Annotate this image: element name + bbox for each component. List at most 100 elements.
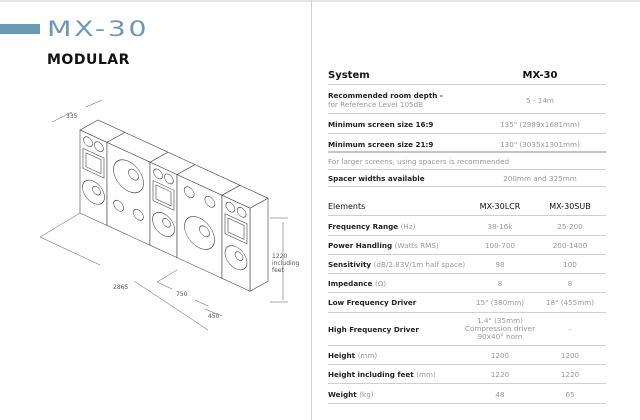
- rule: [328, 345, 606, 346]
- lcr-cabinet: [221, 194, 251, 292]
- rule: [328, 113, 606, 114]
- woofer-icon: [184, 216, 215, 250]
- rule: [328, 292, 606, 293]
- sub-value: 1200: [560, 351, 580, 360]
- row-unit: (mm): [357, 351, 378, 360]
- row-label-text: Weight: [328, 390, 357, 399]
- row-value: 130" (3035x1301mm): [500, 140, 580, 149]
- lcr-cabinet: [149, 161, 178, 259]
- rule: [328, 235, 606, 236]
- top-rule: [0, 0, 640, 2]
- rule: [328, 133, 606, 134]
- port-icon: [153, 168, 163, 180]
- port-icon: [83, 136, 93, 148]
- rule: [328, 383, 606, 384]
- port-icon: [94, 141, 104, 152]
- lcr-value: 48: [495, 390, 505, 399]
- row-label: Recommended room depth -: [328, 91, 443, 100]
- port-icon: [133, 209, 144, 221]
- lcr-value: 98: [495, 260, 505, 269]
- port-icon: [164, 173, 174, 185]
- row-label-text: Height including feet: [328, 370, 414, 379]
- lcr-value-line: 90x40° horn: [477, 332, 523, 341]
- product-subtitle: MODULAR: [47, 52, 130, 68]
- lcr-value: 15" (380mm): [475, 298, 525, 307]
- row-label: Minimum screen size 21:9: [328, 140, 434, 149]
- elements-col-lcr: MX-30LCR: [479, 202, 521, 211]
- system-header-label: System: [328, 70, 370, 81]
- row-label-text: Height: [328, 351, 356, 360]
- row-label-text: High Frequency Driver: [328, 325, 419, 334]
- lcr-value-line: 1.4" (35mm): [477, 316, 523, 325]
- rule: [328, 169, 606, 170]
- row-label-text: Frequency Range: [328, 222, 399, 231]
- row-unit: (Ω): [374, 279, 387, 288]
- row-label-text: Impedance: [328, 279, 373, 288]
- sub-value: -: [568, 325, 572, 334]
- elements-col-sub: MX-30SUB: [549, 202, 591, 211]
- sub-value: 100: [563, 260, 577, 269]
- row-value: 200mm and 325mm: [503, 174, 577, 183]
- port-icon: [225, 201, 236, 213]
- row-label: Spacer widths available: [328, 174, 425, 183]
- row-label: Height (mm): [328, 351, 377, 360]
- note-text: For larger screens, using spacers is rec…: [328, 157, 510, 166]
- row-label-text: Power Handling: [328, 241, 393, 250]
- sub-value: 65: [565, 390, 575, 399]
- row-label: Power Handling (Watts RMS): [328, 241, 439, 250]
- rule: [328, 215, 606, 216]
- rule: [328, 186, 606, 187]
- rule: [328, 273, 606, 274]
- rule: [328, 403, 606, 404]
- port-icon: [236, 207, 247, 218]
- lcr-value: 1220: [490, 370, 510, 379]
- row-label: High Frequency Driver: [328, 325, 419, 334]
- dim-lcr-width: 450: [208, 313, 220, 320]
- rule: [328, 84, 606, 85]
- lcr-value: 38-16k: [487, 222, 513, 231]
- row-label-text: Low Frequency Driver: [328, 298, 417, 307]
- page-divider: [311, 0, 312, 420]
- sub-value: 8: [567, 279, 573, 288]
- rule: [328, 312, 606, 313]
- sub-value: 18" (455mm): [545, 298, 595, 307]
- dim-height: 1220: [272, 253, 287, 260]
- product-title: MX-30: [47, 17, 150, 41]
- system-header-value: MX-30: [522, 70, 558, 81]
- port-icon: [113, 199, 124, 212]
- row-value: 5 - 14m: [526, 96, 554, 105]
- cabinet-side: [249, 197, 269, 292]
- sub-cabinet: [176, 174, 223, 279]
- speaker-array-drawing: 335 2865 750 450 1220 including feet: [39, 100, 300, 331]
- lcr-value: 100-700: [484, 241, 516, 250]
- row-label: Minimum screen size 16:9: [328, 120, 434, 129]
- sub-value: 25-200: [557, 222, 583, 231]
- rule: [328, 364, 606, 365]
- row-sublabel: for Reference Level 105dB: [328, 100, 424, 109]
- lcr-value-line: Compression driver: [464, 324, 536, 333]
- row-label: Height including feet (mm): [328, 370, 436, 379]
- lcr-value: 1200: [490, 351, 510, 360]
- sub-value: 1220: [560, 370, 580, 379]
- sub-cabinet: [106, 141, 151, 246]
- row-label: Impedance (Ω): [328, 279, 386, 288]
- port-icon: [204, 195, 216, 208]
- sub-value: 200-1400: [552, 241, 588, 250]
- dim-height-note-2: feet: [272, 267, 284, 274]
- row-label-text: Sensitivity: [328, 260, 372, 269]
- woofer-icon: [113, 159, 144, 194]
- row-unit: (kg): [359, 390, 374, 399]
- dim-depth: 335: [66, 113, 78, 120]
- elements-header-label: Elements: [328, 202, 366, 211]
- row-value: 135" (2989x1681mm): [500, 120, 580, 129]
- title-accent-bar: [0, 24, 40, 34]
- row-unit: (mm): [416, 370, 436, 379]
- lcr-value: 8: [497, 279, 503, 288]
- row-label: Sensitivity (dB/2.83V/1m half space): [328, 260, 465, 269]
- row-label: Weight (kg): [328, 390, 374, 399]
- port-icon: [183, 186, 195, 199]
- dim-sub-width: 750: [176, 291, 188, 298]
- row-unit: (Watts RMS): [394, 241, 439, 250]
- row-label: Low Frequency Driver: [328, 298, 416, 307]
- rule: [328, 151, 606, 153]
